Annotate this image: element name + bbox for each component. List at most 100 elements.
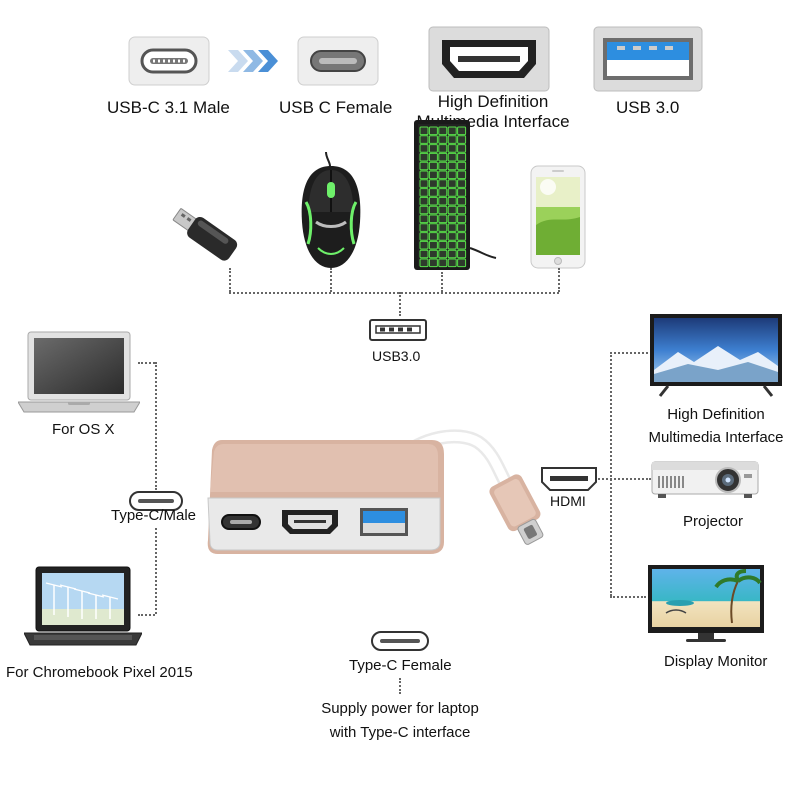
usb-c-female-port-icon (370, 630, 430, 652)
monitor-icon (646, 563, 766, 643)
usb-tree-line (229, 268, 231, 292)
keyboard-key (447, 170, 457, 180)
usb-tree-line (229, 292, 559, 294)
keyboard-key (457, 223, 467, 232)
keyboard-key (419, 126, 429, 136)
keyboard-key (428, 144, 438, 153)
tv-label-line2: Multimedia Interface (648, 429, 784, 446)
gaming-mouse-icon (296, 152, 366, 272)
keyboard-key (419, 249, 429, 259)
tv-icon (648, 312, 784, 398)
usb-c-female-icon (297, 36, 379, 86)
projector-label: Projector (683, 513, 744, 530)
osx-label: For OS X (52, 421, 115, 438)
keyboard-key (438, 223, 448, 232)
keyboard-key (447, 188, 457, 197)
keyboard-key (438, 188, 448, 197)
keyboard-key (457, 188, 467, 197)
keyboard-key (447, 161, 457, 171)
supply-label-line1: Supply power for laptop (321, 700, 479, 717)
keyboard-key (419, 258, 429, 268)
hdmi-tree-line (610, 352, 612, 596)
hdmi-tree-line (610, 596, 646, 598)
usb-tree-line (330, 268, 332, 292)
keyboard-key (447, 135, 457, 144)
keyboard-key (447, 126, 457, 136)
usb-c-female-label: USB C Female (279, 98, 393, 117)
keyboard-key (457, 126, 467, 136)
keyboard-key (428, 135, 438, 144)
projector-icon (650, 456, 760, 500)
hdmi-port-icon (540, 466, 598, 492)
usb-tree-line (441, 272, 443, 292)
keyboard-key (438, 144, 448, 153)
chromebook-icon (24, 565, 142, 649)
keyboard-key (438, 232, 448, 241)
keyboard-key (419, 188, 429, 197)
keyboard-key (428, 223, 438, 232)
hdmi-port-label: HDMI (550, 493, 586, 509)
keyboard-key (428, 170, 438, 180)
usb3-label: USB 3.0 (616, 98, 680, 117)
keyboard-key (447, 258, 457, 268)
keyboard-key (457, 144, 467, 153)
usb-flash-drive-icon (168, 202, 242, 268)
keyboard-key (428, 126, 438, 136)
keyboard-key (428, 249, 438, 259)
tv-label: High Definition Multimedia Interface (636, 403, 796, 449)
keyboard-key (428, 161, 438, 171)
monitor-label: Display Monitor (664, 653, 768, 670)
keyboard-key (438, 214, 448, 224)
keyboard-key (447, 179, 457, 188)
keyboard-key (419, 232, 429, 241)
supply-label: Supply power for laptop with Type-C inte… (300, 697, 500, 745)
supply-line (399, 678, 401, 694)
keyboard-key (419, 170, 429, 180)
keyboard-key (438, 152, 448, 162)
keyboard-icon (412, 118, 498, 272)
keyboard-key (447, 196, 457, 206)
usb-c-male-label: USB-C 3.1 Male (107, 98, 230, 117)
keyboard-key (428, 240, 438, 250)
keyboard-key (438, 249, 448, 259)
keyboard-key (438, 240, 448, 250)
keyboard-key (457, 232, 467, 241)
hdmi-label-line1: High Definition (437, 92, 549, 111)
keyboard-key (457, 170, 467, 180)
keyboard-key (457, 161, 467, 171)
keyboard-key (438, 126, 448, 136)
adapter-icon (200, 420, 560, 560)
keyboard-key (447, 205, 457, 215)
keyboard-key (457, 249, 467, 259)
keyboard-key (447, 223, 457, 232)
keyboard-key (457, 240, 467, 250)
keyboard-key (428, 196, 438, 206)
usb-tree-line (399, 292, 401, 316)
keyboard-key (419, 152, 429, 162)
keyboard-key (428, 214, 438, 224)
keyboard-key (428, 152, 438, 162)
hdmi-icon (428, 26, 550, 92)
usb-port-icon (368, 318, 428, 342)
keyboard-key (457, 152, 467, 162)
keyboard-key (419, 196, 429, 206)
chevron-arrows-icon (228, 47, 280, 75)
keyboard-key (438, 179, 448, 188)
keyboard-key (438, 205, 448, 215)
typec-male-label: Type-C/Male (111, 507, 197, 524)
keyboard-key (457, 258, 467, 268)
keyboard-key (438, 170, 448, 180)
keyboard-key (428, 205, 438, 215)
keyboard-key (419, 144, 429, 153)
keyboard-key (457, 196, 467, 206)
keyboard-key (419, 135, 429, 144)
keyboard-key (447, 232, 457, 241)
usb-c-port-icon (128, 490, 184, 512)
osx-line (155, 362, 157, 490)
keyboard-key (428, 258, 438, 268)
chromebook-label: For Chromebook Pixel 2015 (6, 664, 193, 681)
keyboard-key (438, 196, 448, 206)
keyboard-key (419, 161, 429, 171)
keyboard-key (419, 214, 429, 224)
